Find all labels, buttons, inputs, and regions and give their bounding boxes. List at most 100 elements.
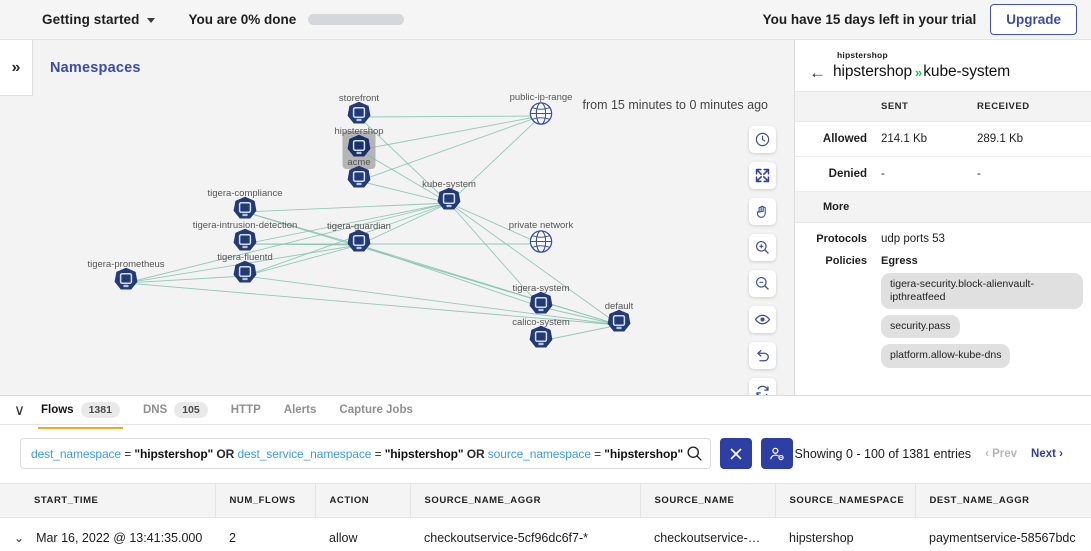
policy-pill[interactable]: security.pass — [881, 315, 960, 339]
prev-page-button[interactable]: ‹ Prev — [985, 447, 1018, 460]
search-icon[interactable] — [686, 445, 703, 462]
table-row-more[interactable]: More — [795, 191, 1091, 223]
graph-node-tigera-guardian[interactable] — [346, 229, 372, 262]
graph-node-public-ip-range[interactable] — [528, 101, 554, 132]
graph-edge — [358, 180, 450, 204]
graph-edge — [125, 275, 246, 284]
protocols-value: udp ports 53 — [881, 233, 945, 245]
namespace-graph-panel[interactable]: Namespaces from 15 minutes to 0 minutes … — [0, 40, 795, 395]
chevron-double-down-icon[interactable]: ∨ — [14, 401, 25, 419]
zoom-out-button[interactable] — [749, 270, 776, 297]
expand-row-icon[interactable]: ⌄ — [14, 530, 25, 545]
allowed-received: 289.1 Kb — [977, 121, 1091, 157]
undo-button[interactable] — [749, 342, 776, 369]
graph-node-hipstershop[interactable] — [346, 134, 372, 167]
undo-icon — [756, 349, 769, 362]
column-header-num_flows[interactable]: NUM_FLOWS — [215, 483, 316, 518]
upgrade-button[interactable]: Upgrade — [990, 4, 1077, 35]
cell-value: Mar 16, 2022 @ 13:41:35.000 — [36, 530, 203, 545]
protocols-row: Protocols udp ports 53 — [795, 223, 1091, 245]
tab-label: Capture Jobs — [339, 404, 413, 416]
graph-node-tigera-intrusion-detection[interactable] — [232, 228, 258, 261]
refresh-button[interactable] — [749, 378, 776, 395]
graph-toolbar — [749, 126, 776, 395]
zoom-in-button[interactable] — [749, 234, 776, 261]
column-header-source_namespace[interactable]: SOURCE_NAMESPACE — [775, 483, 916, 518]
graph-edges — [125, 115, 620, 342]
graph-edge — [358, 115, 542, 151]
graph-node-tigera-compliance[interactable] — [232, 196, 258, 229]
tab-capture-jobs[interactable]: Capture Jobs — [339, 396, 413, 424]
next-page-button[interactable]: Next › — [1031, 447, 1063, 460]
graph-edge — [358, 202, 450, 246]
graph-edge — [448, 115, 542, 204]
graph-edge — [125, 202, 450, 284]
graph-edge — [448, 202, 542, 245]
graph-edge — [358, 115, 542, 118]
tab-alerts[interactable]: Alerts — [284, 396, 317, 424]
policies-row: Policies Egress tigera-security.block-al… — [795, 245, 1091, 374]
graph-node-tigera-fluentd[interactable] — [232, 260, 258, 293]
table-row-denied: Denied - - — [795, 156, 1091, 192]
detail-header: hipstershop ← hipstershop » kube-system — [795, 40, 1091, 91]
search-row: dest_namespace = "hipstershop" OR dest_s… — [0, 424, 1091, 469]
tab-divider — [0, 424, 1091, 425]
row-label-denied: Denied — [795, 156, 881, 192]
getting-started-menu[interactable]: Getting started — [42, 12, 155, 27]
graph-edge — [125, 282, 620, 326]
clock-icon — [755, 132, 770, 147]
page-title: Namespaces — [50, 60, 141, 76]
clock-button[interactable] — [749, 126, 776, 153]
column-header-source_name_aggr[interactable]: SOURCE_NAME_AGGR — [410, 483, 641, 518]
column-header-action[interactable]: ACTION — [315, 483, 411, 518]
chevron-double-right-icon: » — [11, 58, 21, 76]
graph-edge — [448, 202, 542, 308]
graph-node-acme[interactable] — [346, 165, 372, 198]
zoom-out-icon — [755, 276, 769, 290]
user-settings-button[interactable] — [761, 438, 793, 469]
more-label: More — [795, 191, 881, 223]
graph-node-kube-system[interactable] — [436, 187, 462, 220]
sidebar-expand-button[interactable]: » — [0, 40, 33, 96]
th-received: RECEIVED — [977, 91, 1091, 122]
eye-button[interactable] — [749, 306, 776, 333]
tab-http[interactable]: HTTP — [231, 396, 261, 424]
hand-button[interactable] — [749, 198, 776, 225]
graph-edge — [244, 244, 360, 277]
graph-node-tigera-prometheus[interactable] — [113, 267, 139, 300]
clear-query-button[interactable] — [720, 438, 752, 469]
graph-node-calico-system[interactable] — [528, 325, 554, 358]
graph-node-storefront[interactable] — [346, 101, 372, 134]
graph-edge — [540, 324, 620, 342]
pagination: Showing 0 - 100 of 1381 entries ‹ Prev N… — [795, 447, 1077, 461]
graph-edge — [448, 202, 620, 326]
cell-source_name: checkoutservice-… — [640, 517, 775, 551]
row-label-allowed: Allowed — [795, 121, 881, 157]
policy-pill[interactable]: tigera-security.block-alienvault-ipthrea… — [881, 273, 1083, 310]
hand-icon — [756, 205, 766, 218]
eye-icon — [754, 314, 771, 325]
column-header-dest_name_aggr[interactable]: DEST_NAME_AGGR — [915, 483, 1091, 518]
column-header-start_time[interactable]: START_TIME — [0, 483, 216, 518]
expand-button[interactable] — [749, 162, 776, 189]
back-arrow-icon[interactable]: ← — [809, 62, 826, 82]
policy-list: tigera-security.block-alienvault-ipthrea… — [881, 273, 1083, 374]
more-blank-1 — [881, 191, 977, 223]
chevron-down-icon — [146, 18, 155, 23]
allowed-sent: 214.1 Kb — [881, 121, 977, 157]
refresh-icon — [756, 385, 769, 395]
graph-node-tigera-system[interactable] — [528, 291, 554, 324]
column-header-source_name[interactable]: SOURCE_NAME — [640, 483, 776, 518]
query-input[interactable]: dest_namespace = "hipstershop" OR dest_s… — [20, 438, 711, 469]
graph-node-private-network[interactable] — [528, 229, 554, 260]
graph-node-default[interactable] — [606, 309, 632, 342]
zoom-in-icon — [755, 240, 769, 254]
detail-subtitle: hipstershop — [837, 50, 888, 60]
policy-pill[interactable]: platform.allow-kube-dns — [881, 344, 1011, 368]
